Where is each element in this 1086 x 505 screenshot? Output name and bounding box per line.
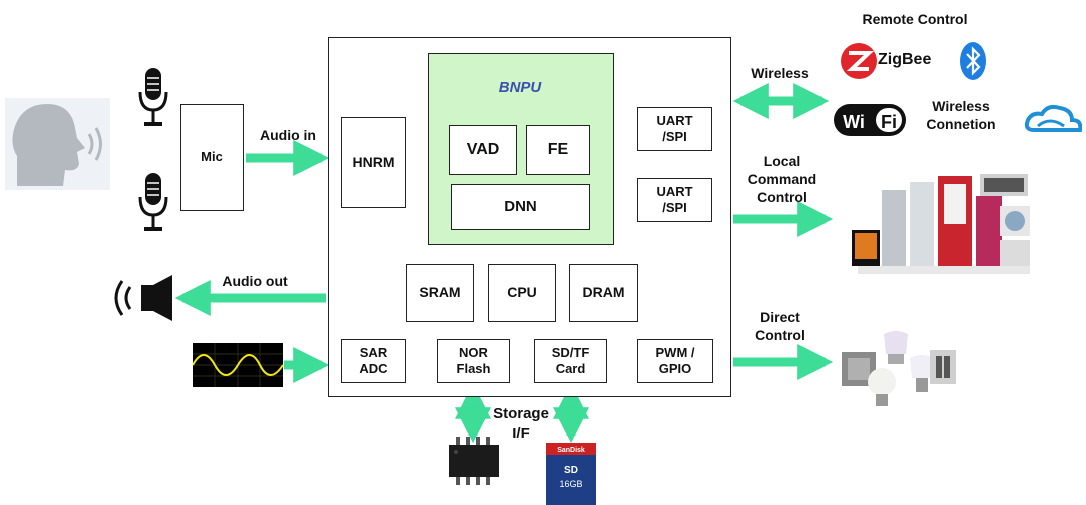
dram-block: DRAM — [569, 264, 638, 322]
svg-text:SanDisk: SanDisk — [557, 447, 585, 454]
sd-card-icon: SanDisk SD 16GB — [546, 443, 596, 505]
bluetooth-icon — [960, 42, 986, 80]
speaking-head-icon — [5, 98, 110, 190]
hnrm-block: HNRM — [341, 117, 406, 208]
home-appliances-icon — [852, 174, 1030, 274]
sar-adc-block: SAR ADC — [341, 339, 406, 383]
smart-lights-and-switches-icon — [842, 331, 956, 406]
svg-text:Wi: Wi — [843, 112, 865, 132]
svg-text:SD: SD — [564, 465, 578, 476]
audio-in-label: Audio in — [260, 127, 316, 143]
sd-tf-card-block: SD/TF Card — [534, 339, 607, 383]
uart-spi-block-1: UART /SPI — [637, 107, 712, 151]
flash-chip-icon — [449, 437, 499, 485]
mic-block: Mic — [180, 104, 244, 211]
svg-text:16GB: 16GB — [559, 479, 582, 489]
nor-flash-block: NOR Flash — [437, 339, 510, 383]
direct-control-label: Direct Control — [755, 309, 805, 344]
uart-spi-block-2: UART /SPI — [637, 178, 712, 222]
wifi-logo-icon: Wi Fi — [834, 104, 906, 136]
fe-block: FE — [526, 125, 590, 175]
sine-wave-signal-icon — [193, 343, 283, 387]
microphone-icon-bottom — [138, 173, 168, 231]
vad-block: VAD — [449, 125, 517, 175]
cloud-icon — [1024, 104, 1082, 132]
wireless-label: Wireless — [751, 65, 809, 81]
sram-block: SRAM — [406, 264, 474, 322]
zigbee-label: ZigBee — [878, 51, 932, 68]
audio-out-label: Audio out — [222, 273, 288, 289]
bnpu-title: BNPU — [498, 79, 542, 96]
local-command-control-label: Local Command Control — [747, 153, 817, 206]
wireless-connection-label: Wireless Connetion — [926, 98, 996, 133]
svg-text:Fi: Fi — [881, 112, 897, 132]
speaker-icon — [114, 275, 172, 321]
cpu-block: CPU — [488, 264, 556, 322]
microphone-icon-top — [138, 68, 168, 126]
remote-control-label: Remote Control — [862, 11, 968, 27]
pwm-gpio-block: PWM / GPIO — [637, 339, 713, 383]
dnn-block: DNN — [451, 184, 590, 230]
storage-if-label: Storage I/F — [493, 405, 549, 442]
zigbee-logo-icon — [841, 43, 877, 79]
